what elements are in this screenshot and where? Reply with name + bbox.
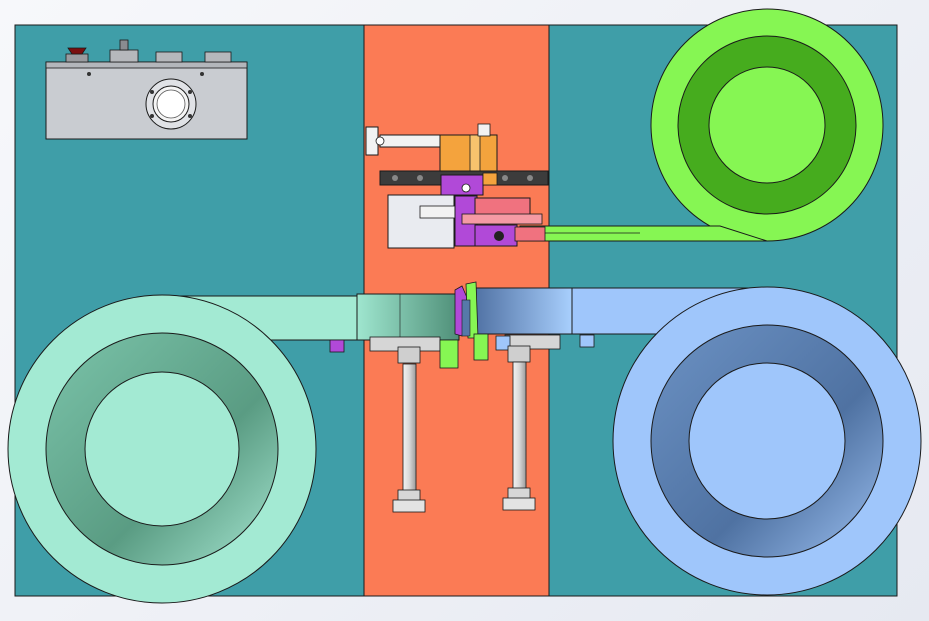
- knob-icon: [155, 51, 183, 63]
- left-bowl-feeder: [7, 294, 363, 604]
- cutting-module: [365, 123, 549, 249]
- junction-block: [329, 281, 595, 369]
- right-track-end: [471, 287, 573, 335]
- knob-icon: [109, 39, 139, 63]
- left-track-end: [356, 293, 460, 341]
- left-support-column: [392, 346, 426, 513]
- controller-box: [45, 39, 248, 140]
- right-support-column: [502, 345, 536, 511]
- knob-icon: [204, 51, 232, 63]
- tape-reel: [650, 8, 884, 242]
- knob-icon: [65, 47, 89, 63]
- right-bowl-feeder: [571, 286, 922, 596]
